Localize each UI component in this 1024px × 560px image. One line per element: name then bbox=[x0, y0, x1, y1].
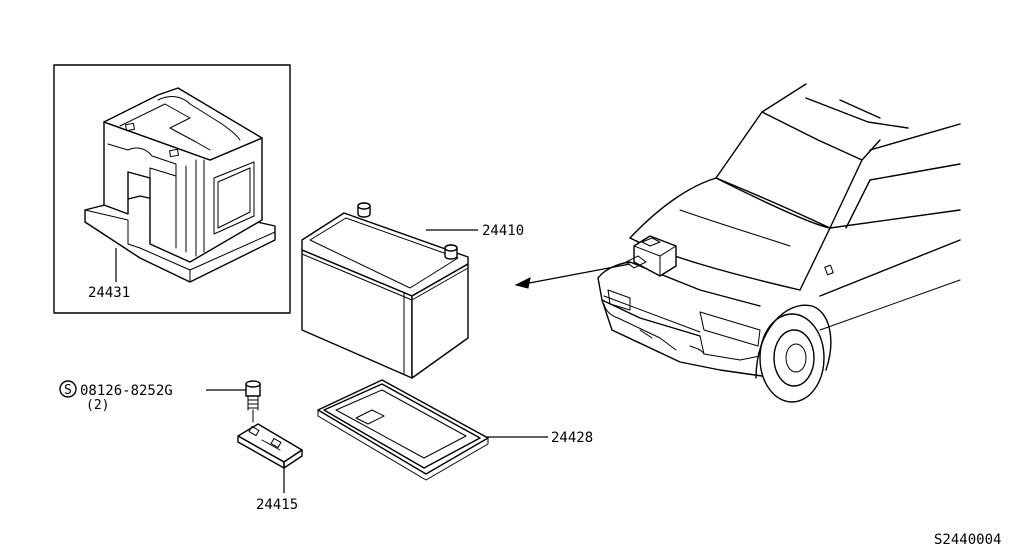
label-24410: 24410 bbox=[482, 223, 524, 239]
bolt-label: S 08126-8252G (2) bbox=[59, 380, 173, 413]
label-bolt-code: 08126-8252G bbox=[80, 383, 173, 399]
inset-frame bbox=[53, 64, 291, 314]
label-24431: 24431 bbox=[88, 285, 130, 301]
s-symbol-letter: S bbox=[64, 383, 72, 398]
label-24415: 24415 bbox=[256, 497, 298, 513]
label-24428: 24428 bbox=[551, 430, 593, 446]
battery-terminal-positive bbox=[357, 202, 371, 218]
battery-terminal-negative bbox=[444, 244, 458, 260]
battery-cover-drawing bbox=[84, 87, 276, 283]
front-wheel bbox=[759, 313, 825, 403]
bolt-drawing bbox=[245, 380, 261, 423]
vehicle-drawing bbox=[597, 83, 961, 403]
battery-cover-inset: 24431 bbox=[53, 64, 291, 314]
s-symbol-icon bbox=[59, 380, 77, 398]
battery-frame-drawing bbox=[317, 379, 489, 481]
vehicle-battery-location bbox=[625, 235, 677, 277]
battery-drawing bbox=[301, 202, 469, 379]
battery-clamp-drawing bbox=[237, 423, 303, 469]
label-bolt-qty: (2) bbox=[86, 398, 109, 413]
diagram-id: S2440004 bbox=[934, 532, 1001, 548]
location-arrow bbox=[514, 263, 631, 289]
